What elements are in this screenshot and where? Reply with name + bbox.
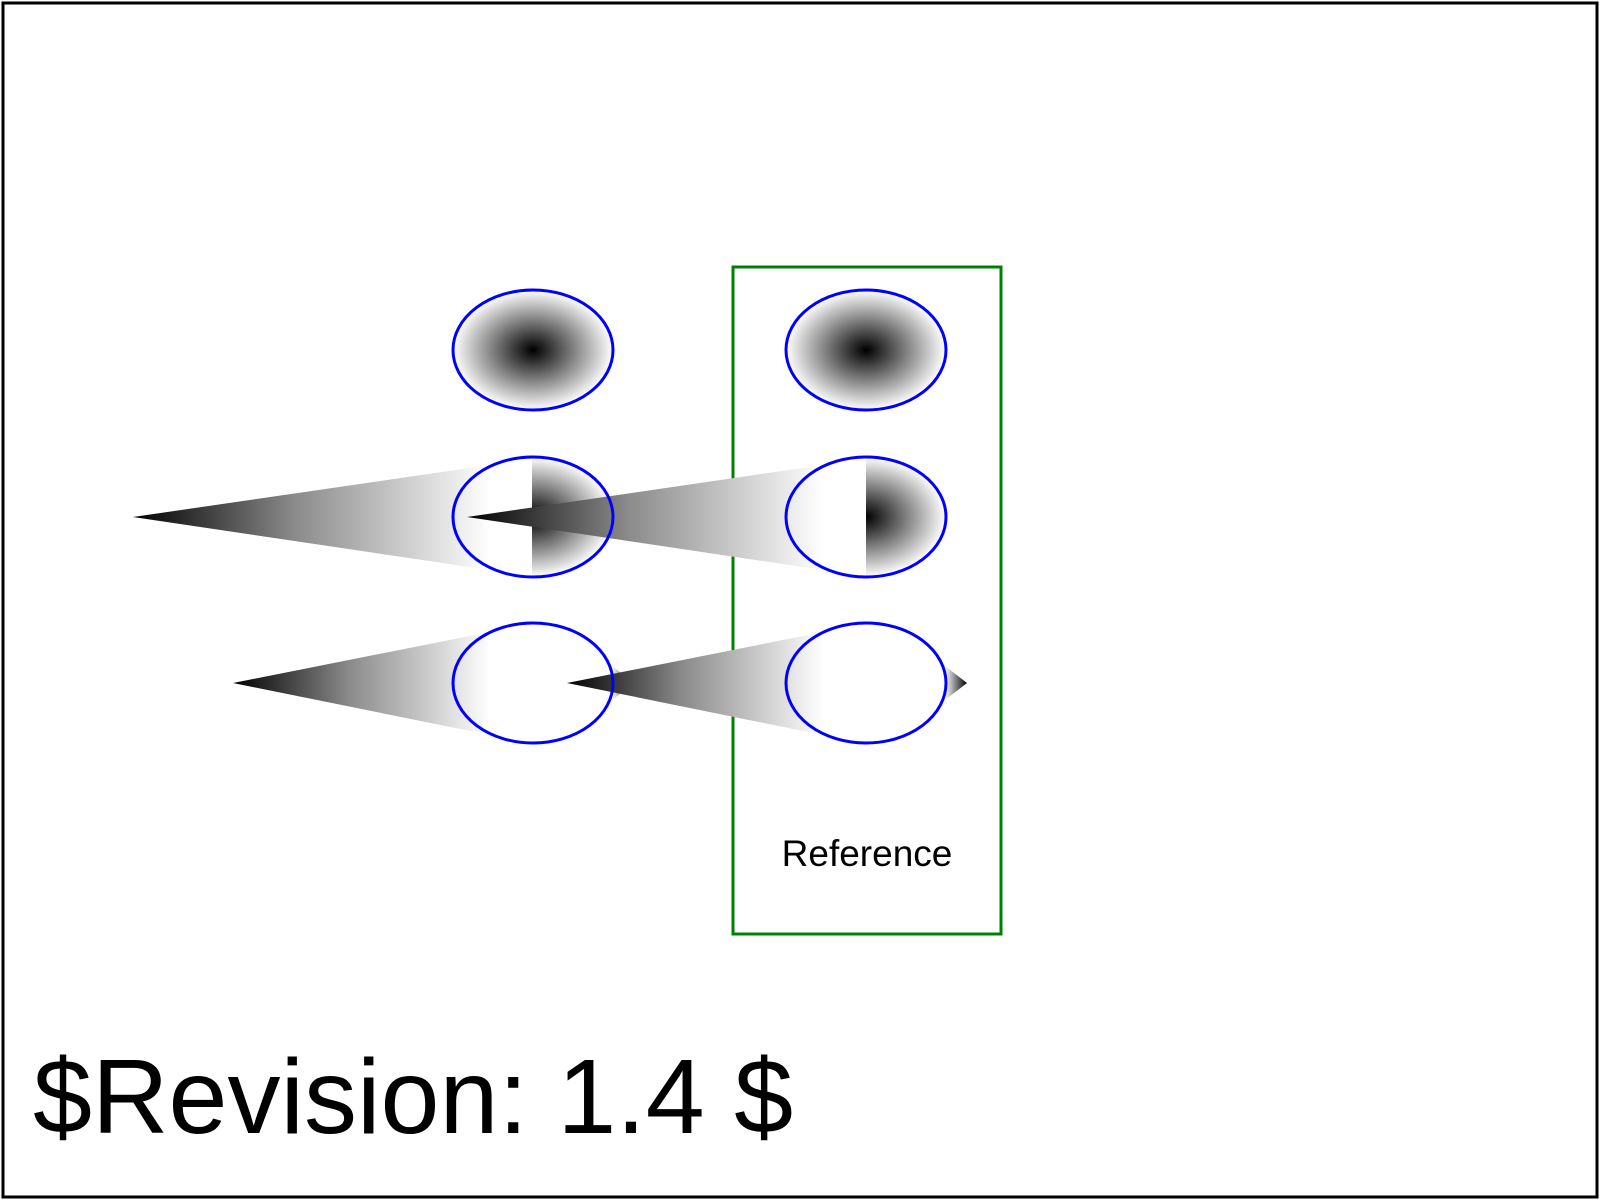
reference-box <box>731 265 1003 936</box>
revision-label: $Revision: 1.4 $ <box>33 1038 793 1156</box>
reference-ellipse-centered <box>784 288 948 412</box>
reference-label: Reference <box>782 833 953 874</box>
reference-cone-focal-outside <box>567 632 967 735</box>
test-ellipse-focal-center <box>451 455 615 579</box>
reference-cone-focal-center <box>467 457 946 577</box>
test-ellipse-focal-outside <box>451 621 615 745</box>
reference-ellipse-focal-center <box>784 455 948 579</box>
reference-ellipse-focal-outside <box>784 621 948 745</box>
test-ellipse-centered <box>451 288 615 412</box>
